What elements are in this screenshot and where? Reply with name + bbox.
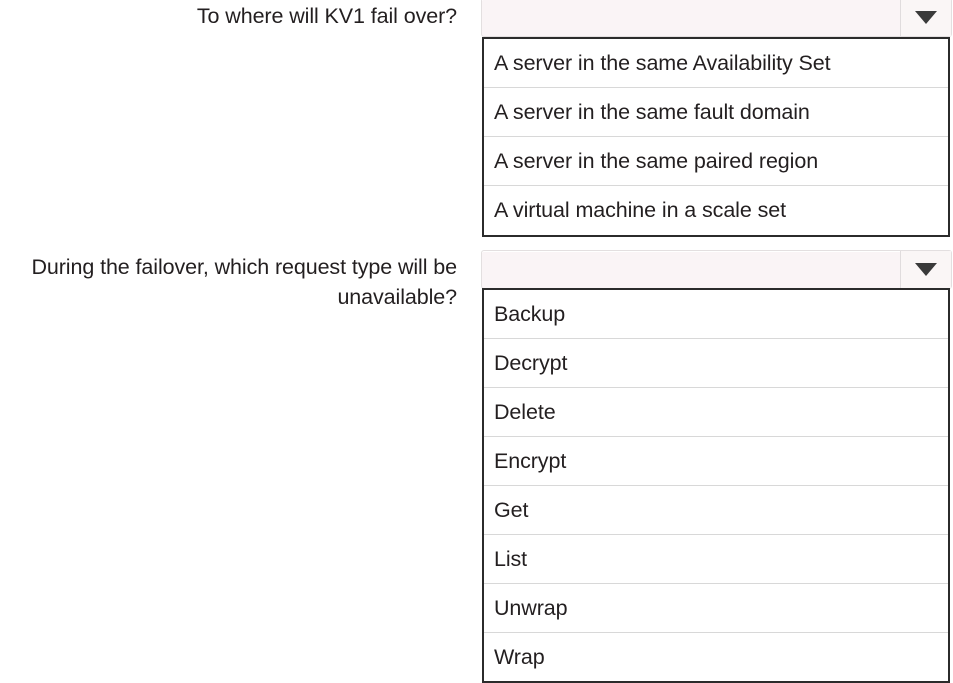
question-1-option-0[interactable]: A server in the same Availability Set	[484, 39, 948, 88]
chevron-down-icon	[915, 11, 937, 24]
question-2-option-6[interactable]: Unwrap	[484, 584, 948, 633]
question-2-option-3[interactable]: Encrypt	[484, 437, 948, 486]
question-1-dropdown-arrow-button[interactable]	[900, 0, 951, 36]
question-1-option-1[interactable]: A server in the same fault domain	[484, 88, 948, 137]
question-2-dropdown-arrow-button[interactable]	[900, 251, 951, 288]
question-2-option-7[interactable]: Wrap	[484, 633, 948, 681]
question-1-dropdown-value[interactable]	[482, 0, 900, 36]
question-2-dropdown[interactable]	[481, 250, 952, 289]
question-2-option-list[interactable]: Backup Decrypt Delete Encrypt Get List U…	[482, 288, 950, 683]
question-2-option-2[interactable]: Delete	[484, 388, 948, 437]
question-2-option-0[interactable]: Backup	[484, 290, 948, 339]
question-2-label: During the failover, which request type …	[31, 255, 469, 309]
question-1-label: To where will KV1 fail over?	[196, 4, 457, 28]
question-1-option-3[interactable]: A virtual machine in a scale set	[484, 186, 948, 235]
question-1-option-2[interactable]: A server in the same paired region	[484, 137, 948, 186]
question-2-option-4[interactable]: Get	[484, 486, 948, 535]
question-1-option-list[interactable]: A server in the same Availability Set A …	[482, 37, 950, 237]
question-2-option-1[interactable]: Decrypt	[484, 339, 948, 388]
question-1-dropdown[interactable]	[481, 0, 952, 37]
question-2-dropdown-value[interactable]	[482, 251, 900, 288]
chevron-down-icon	[915, 263, 937, 276]
question-2-option-5[interactable]: List	[484, 535, 948, 584]
